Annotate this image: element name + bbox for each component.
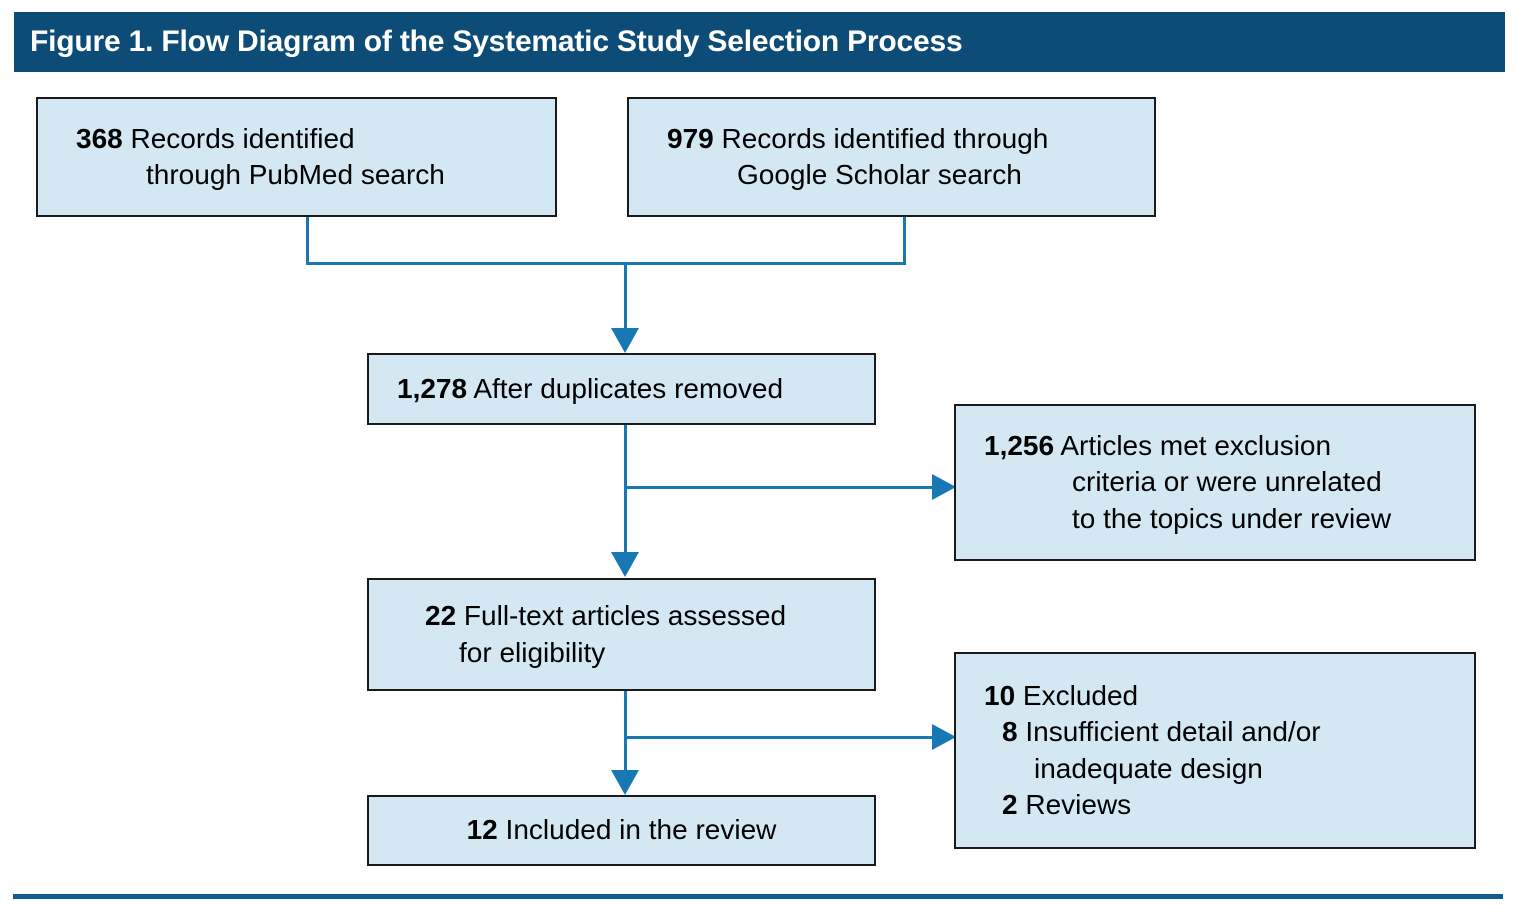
box-exclusion-line2: criteria or were unrelated xyxy=(1072,466,1382,498)
box-pubmed-line1-text: Records identified xyxy=(122,122,355,154)
box-excluded-sub2: 2 Reviews xyxy=(956,787,1474,823)
box-scholar-line1: 979 Records identified through xyxy=(629,121,1154,157)
connector-scholar-down xyxy=(903,215,906,265)
arrow-down-to-included xyxy=(611,770,639,795)
box-excluded-line1: 10 Excluded xyxy=(956,678,1474,714)
figure-title-bar: Figure 1. Flow Diagram of the Systematic… xyxy=(14,12,1505,72)
box-exclusion-line3: to the topics under review xyxy=(1072,502,1392,534)
box-records-scholar: 979 Records identified through Google Sc… xyxy=(627,97,1156,217)
box-pubmed-line1: 368 Records identified xyxy=(38,121,555,157)
box-included-label: Included in the review xyxy=(497,814,777,846)
box-exclusion-line1: 1,256 Articles met exclusion xyxy=(956,428,1474,464)
box-exclusion-count: 1,256 xyxy=(984,429,1055,461)
box-pubmed-line2: through PubMed search xyxy=(146,159,445,190)
box-fulltext-line1: 22 Full-text articles assessed xyxy=(369,598,874,634)
arrow-right-to-excluded xyxy=(932,724,956,750)
box-duplicates-label: After duplicates removed xyxy=(467,372,784,404)
box-fulltext-line2: for eligibility xyxy=(459,636,606,668)
arrow-down-to-duplicates xyxy=(611,328,639,353)
box-included-line1: 12 Included in the review xyxy=(467,812,777,848)
connector-pubmed-down xyxy=(306,215,309,265)
box-fulltext-line1-text: Full-text articles assessed xyxy=(456,600,787,632)
box-scholar-count: 979 xyxy=(667,122,714,154)
connector-merge-bar xyxy=(306,262,906,265)
box-excluded-breakdown: 10 Excluded 8 Insufficient detail and/or… xyxy=(954,652,1476,849)
box-articles-met-exclusion: 1,256 Articles met exclusion criteria or… xyxy=(954,404,1476,561)
bottom-divider-rule xyxy=(13,894,1503,899)
box-pubmed-count: 368 xyxy=(76,122,123,154)
box-scholar-line1-text: Records identified through xyxy=(713,122,1049,154)
box-excluded-sub1-line1: 8 Insufficient detail and/or xyxy=(956,714,1474,750)
box-included-count: 12 xyxy=(466,814,498,846)
box-records-pubmed: 368 Records identified through PubMed se… xyxy=(36,97,557,217)
box-fulltext-count: 22 xyxy=(425,600,457,632)
box-excluded-sub1-count: 8 xyxy=(1002,716,1018,748)
box-excluded-count: 10 xyxy=(984,679,1016,711)
box-excluded-label: Excluded xyxy=(1015,679,1139,711)
connector-merge-down xyxy=(624,262,627,330)
box-scholar-line2: Google Scholar search xyxy=(737,159,1022,190)
connector-duplicates-right xyxy=(624,486,934,489)
box-excluded-sub2-text: Reviews xyxy=(1017,788,1132,820)
box-excluded-sub1-line2: inadequate design xyxy=(1034,752,1263,784)
box-included-in-review: 12 Included in the review xyxy=(367,795,876,866)
box-duplicates-line1: 1,278 After duplicates removed xyxy=(369,371,874,407)
connector-fulltext-right xyxy=(624,736,934,739)
box-duplicates-count: 1,278 xyxy=(397,372,468,404)
box-after-duplicates-removed: 1,278 After duplicates removed xyxy=(367,353,876,425)
connector-fulltext-down xyxy=(624,689,627,771)
arrow-down-to-fulltext xyxy=(611,552,639,577)
box-exclusion-line1-text: Articles met exclusion xyxy=(1054,429,1332,461)
box-fulltext-assessed: 22 Full-text articles assessed for eligi… xyxy=(367,578,876,691)
box-excluded-sub2-count: 2 xyxy=(1002,788,1018,820)
figure-title: Figure 1. Flow Diagram of the Systematic… xyxy=(30,25,963,58)
box-excluded-sub1-text: Insufficient detail and/or xyxy=(1017,716,1321,748)
arrow-right-to-exclusion xyxy=(932,474,956,500)
